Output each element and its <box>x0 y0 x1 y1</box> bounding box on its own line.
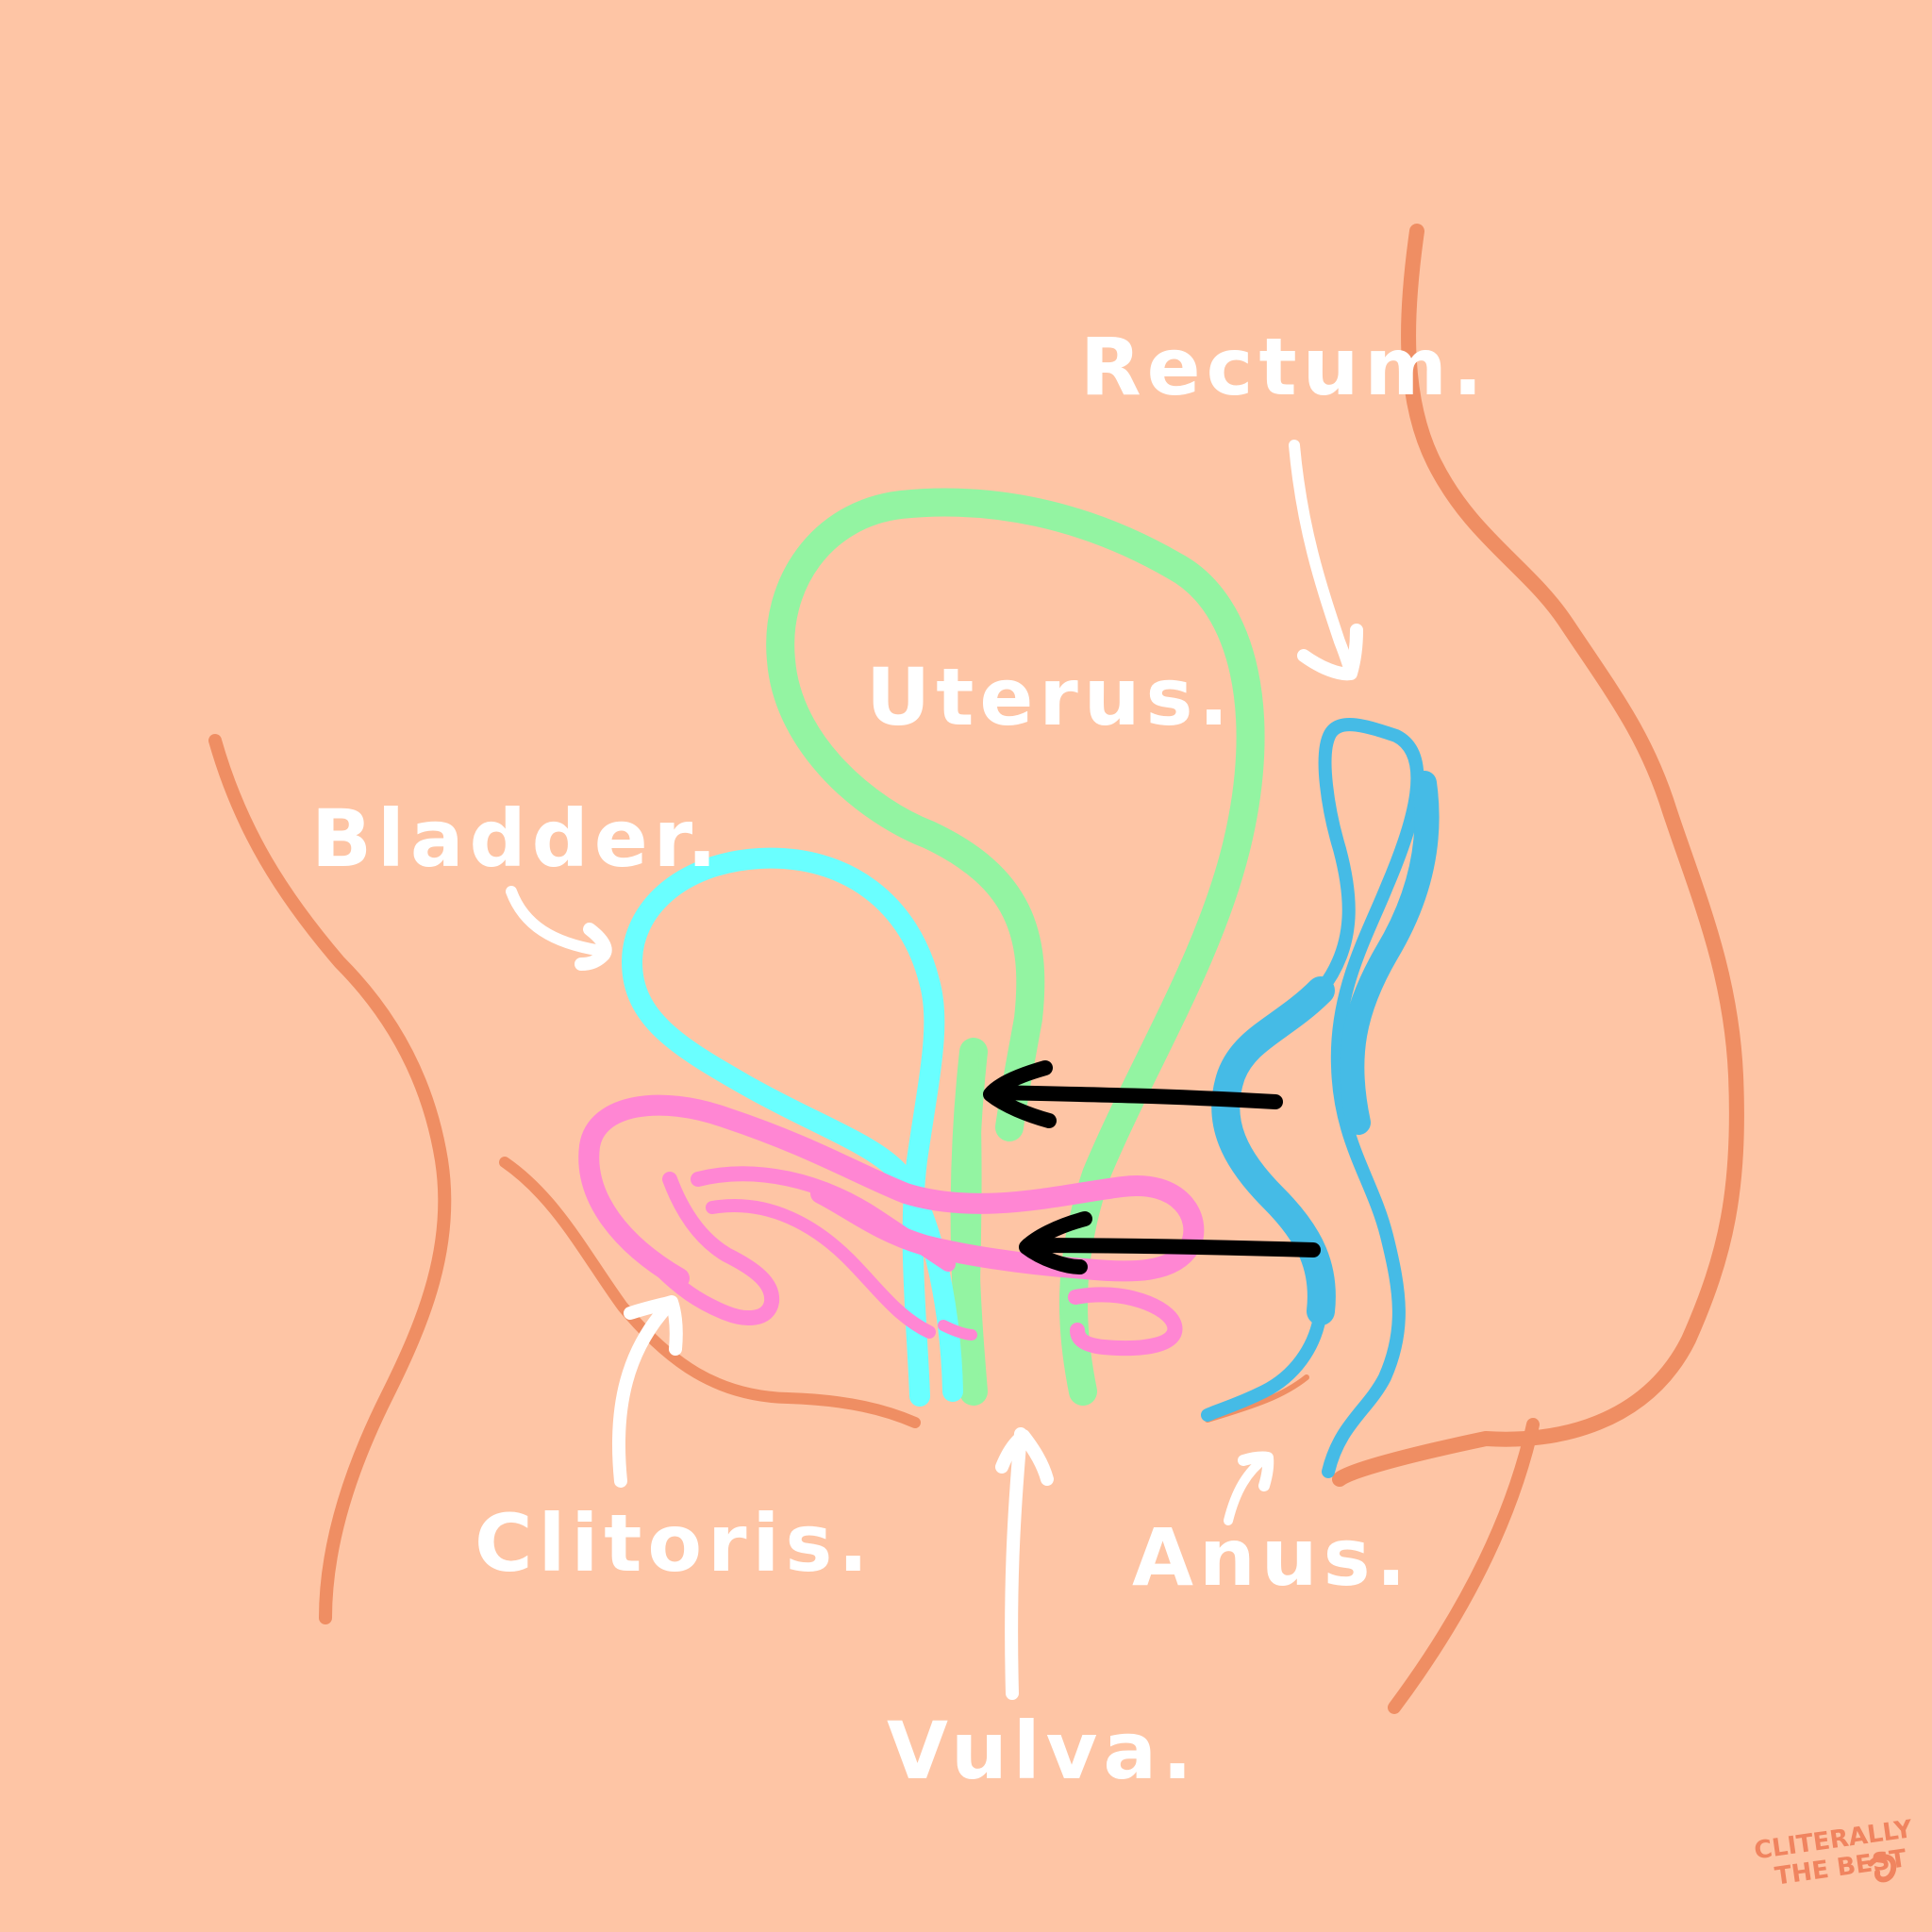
thigh-outline <box>499 1157 921 1428</box>
back-outline <box>1332 224 1744 1487</box>
bladder-label: Bladder. <box>311 792 723 885</box>
bladder-shape <box>622 847 963 1407</box>
clitoris-arrow <box>612 1295 683 1488</box>
uterus-inner-line <box>969 1047 982 1401</box>
brand-logo: CLITERALLY THE BEST <box>1753 1815 1916 1891</box>
vulva-label: Vulva. <box>887 1705 1198 1797</box>
body-outline <box>208 224 1744 1714</box>
anus-arrow <box>1224 1451 1274 1525</box>
uterus-label: Uterus. <box>866 651 1234 743</box>
buttock-outline <box>1388 1418 1540 1714</box>
bladder-arrow <box>506 886 612 971</box>
rectum-label: Rectum. <box>1080 321 1489 413</box>
black-arrow-lower <box>1019 1211 1321 1274</box>
rectum-thick-wall <box>1211 976 1336 1325</box>
anus-label: Anus. <box>1132 1511 1412 1604</box>
pointer-arrows <box>506 440 1363 1700</box>
clitoris-shape <box>578 1094 1205 1357</box>
rectum-arrow <box>1289 440 1363 681</box>
belly-outline <box>208 734 452 1624</box>
vulva-arrow <box>995 1427 1054 1700</box>
clitoris-label: Clitoris. <box>475 1497 874 1590</box>
black-arrow-upper <box>983 1060 1283 1128</box>
logo-swirl <box>1867 1854 1897 1883</box>
focus-arrows <box>983 1060 1321 1274</box>
rectum-thick-back <box>1340 771 1440 1135</box>
